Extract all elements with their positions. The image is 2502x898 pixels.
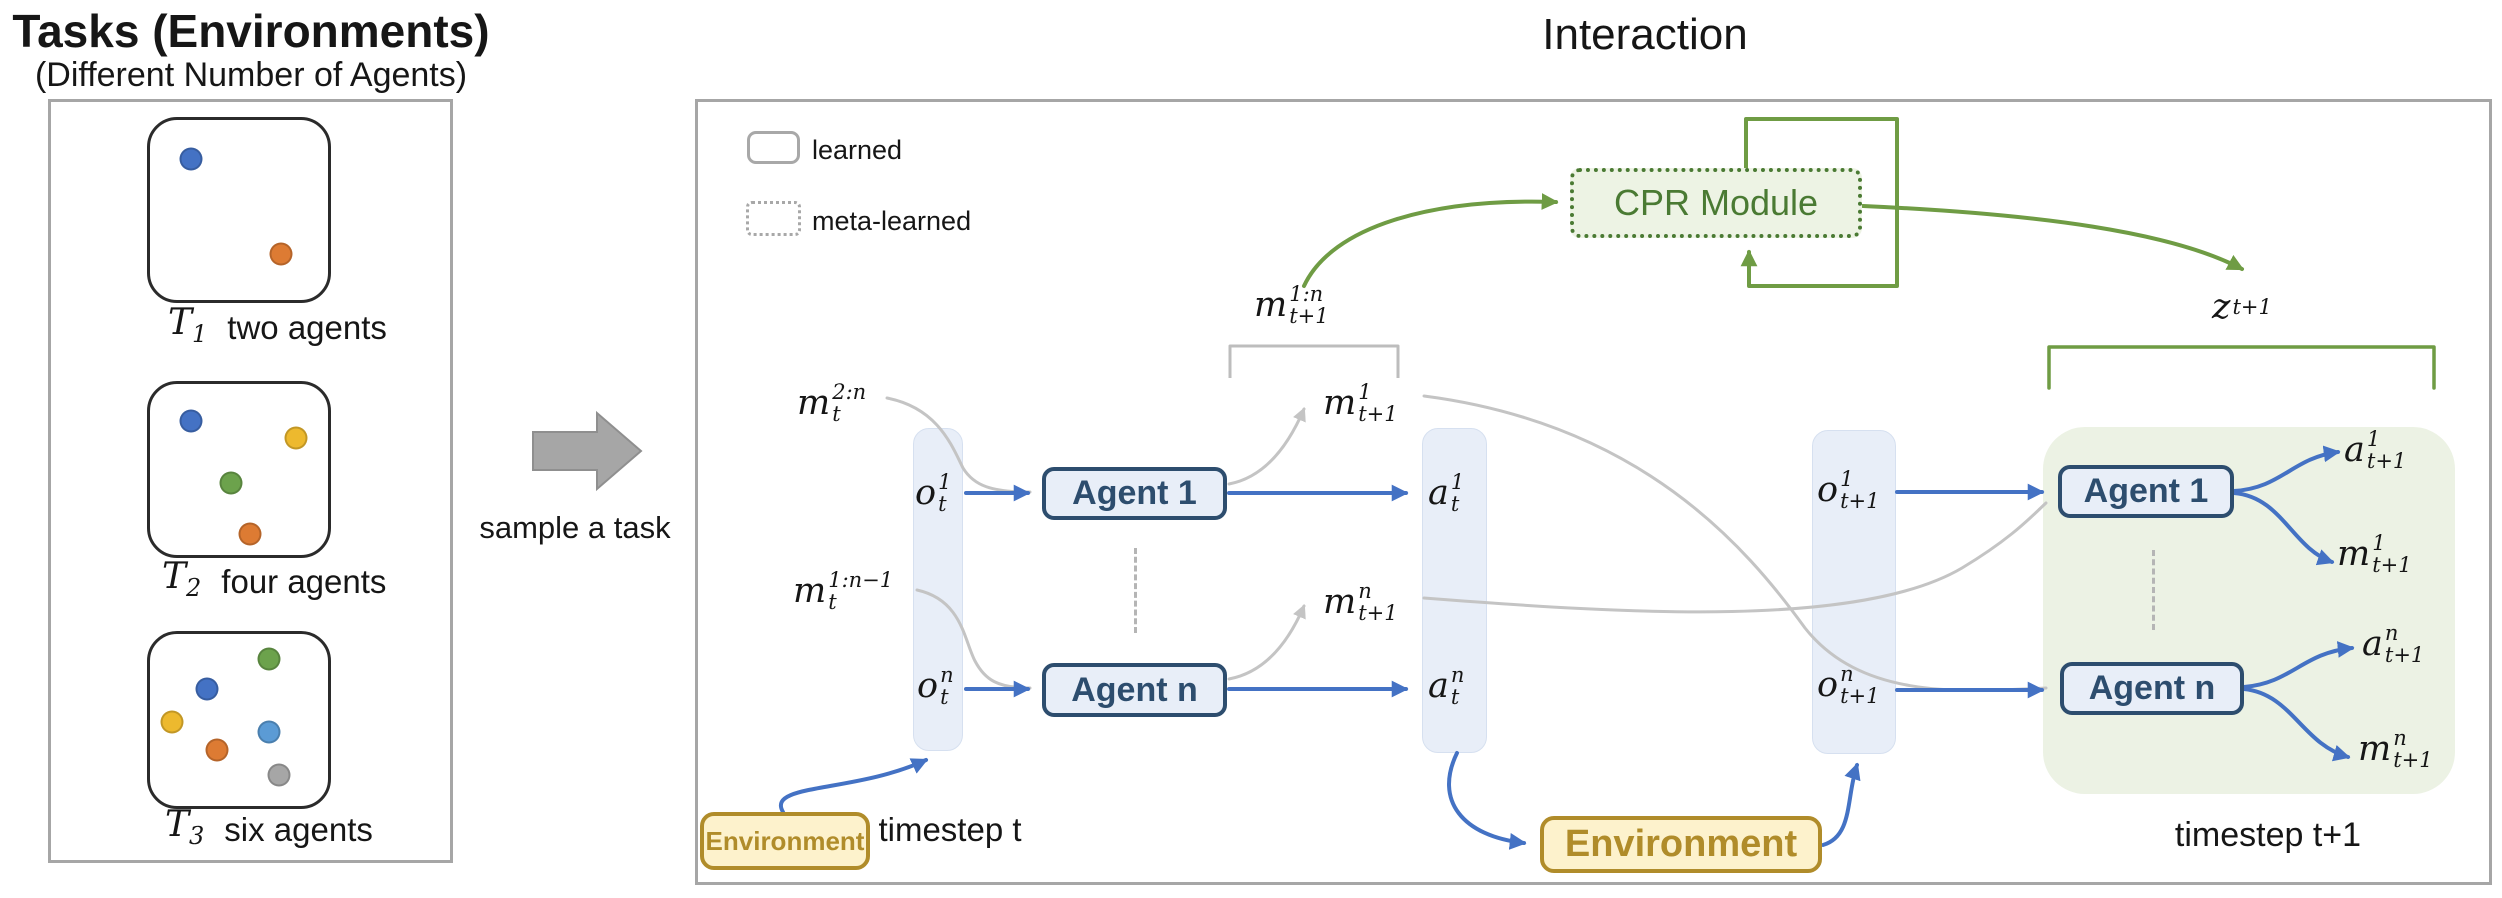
agent-n-t1-box: Agent n — [2060, 662, 2244, 715]
timestep-t1-label: timestep t+1 — [2174, 816, 2362, 854]
sample-task-label: sample a task — [479, 510, 671, 545]
task-1-label: T1 two agents — [168, 305, 387, 347]
environment-t1-label: Environment — [1564, 823, 1798, 865]
agent-n-t-box: Agent n — [1042, 663, 1227, 717]
cpr-module-box: CPR Module — [1570, 168, 1862, 238]
environment-box-t: Environment — [700, 812, 870, 870]
timestep-t-label: timestep t — [878, 811, 1022, 848]
legend-learned-label: learned — [812, 135, 903, 165]
agents-ellipsis-t — [1134, 548, 1137, 633]
task-2-desc: four agents — [221, 563, 387, 600]
sample-task-arrow-icon — [532, 410, 643, 492]
agent-1-t-label: Agent 1 — [1072, 474, 1197, 512]
tasks-title: Tasks (Environments) — [12, 5, 490, 57]
interaction-panel — [695, 99, 2492, 885]
task-2-symbol: T2 — [162, 556, 202, 602]
agent-1-t1-box: Agent 1 — [2058, 465, 2234, 518]
task-3-symbol: T3 — [165, 804, 205, 850]
task-3-desc: six agents — [224, 811, 373, 848]
environment-t-label: Environment — [705, 825, 865, 856]
legend-learned-swatch — [747, 131, 800, 164]
legend-meta-learned-label: meta-learned — [812, 206, 972, 236]
task-box-2 — [147, 381, 331, 558]
task-box-1 — [147, 117, 331, 303]
agents-ellipsis-t1 — [2152, 550, 2155, 630]
task-1-desc: two agents — [227, 309, 387, 346]
task-3-label: T3 six agents — [165, 807, 373, 849]
interaction-title: Interaction — [1542, 10, 1748, 59]
environment-box-t1: Environment — [1540, 816, 1822, 873]
agent-n-t1-label: Agent n — [2088, 669, 2216, 707]
task-2-label: T2 four agents — [162, 559, 386, 601]
agent-n-t-label: Agent n — [1071, 670, 1198, 709]
cpr-module-label: CPR Module — [1613, 182, 1819, 223]
tasks-panel — [48, 99, 453, 863]
agent-1-t1-label: Agent 1 — [2083, 472, 2209, 510]
agent-1-t-box: Agent 1 — [1042, 467, 1227, 520]
task-box-3 — [147, 631, 331, 809]
task-1-symbol: T1 — [168, 302, 208, 348]
tasks-subtitle: (Different Number of Agents) — [34, 56, 468, 94]
legend-meta-learned-swatch — [746, 201, 801, 236]
